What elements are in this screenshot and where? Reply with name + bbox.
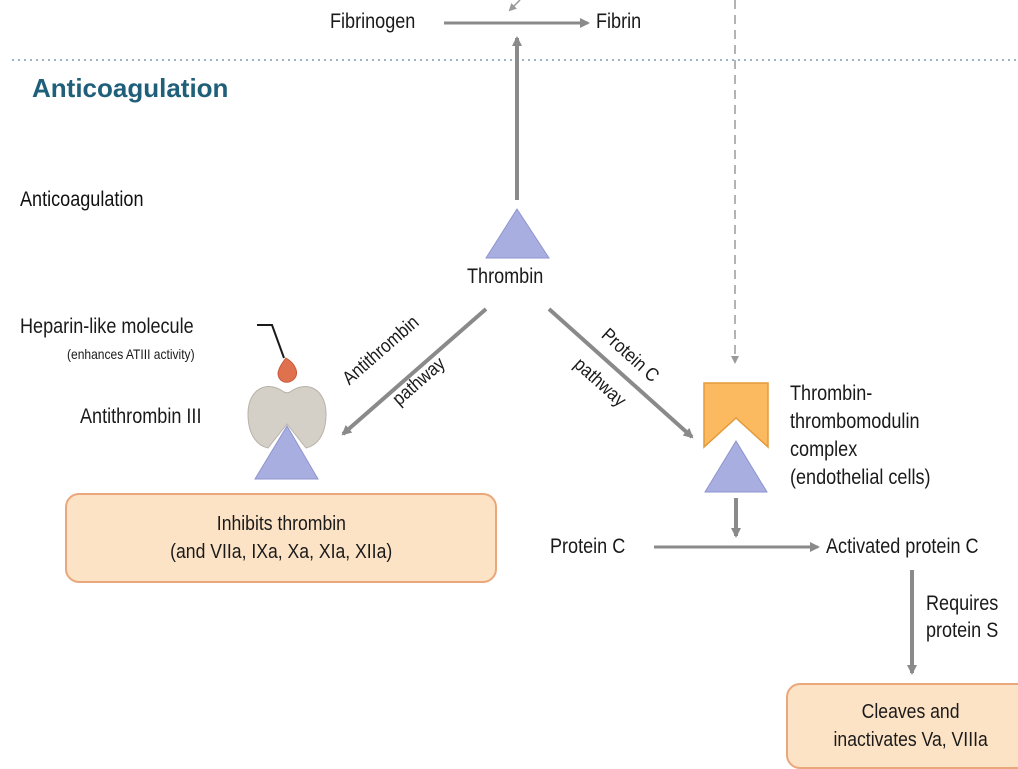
protein-c-label: Protein C bbox=[550, 535, 626, 558]
antithrombin-bound-thrombin-triangle bbox=[254, 425, 319, 480]
thrombomodulin-shape bbox=[703, 382, 769, 449]
antithrombin-iii-shape bbox=[247, 386, 327, 449]
thrombin-triangle bbox=[485, 208, 550, 259]
small-incoming-arrow bbox=[508, 0, 521, 12]
section-heading: Anticoagulation bbox=[32, 73, 229, 103]
cleaves-box-line1: Cleaves and bbox=[862, 701, 960, 723]
heparin-note: (enhances ATIII activity) bbox=[67, 346, 195, 362]
activated-protein-c-label: Activated protein C bbox=[826, 535, 979, 558]
cleaves-box-line2: inactivates Va, VIIIa bbox=[833, 729, 989, 751]
thrombin-label: Thrombin bbox=[467, 265, 544, 288]
heparin-label: Heparin-like molecule bbox=[20, 315, 194, 338]
heparin-leader-line bbox=[257, 324, 285, 359]
complex-label-line3: complex bbox=[790, 438, 858, 461]
subheading: Anticoagulation bbox=[20, 188, 144, 211]
requires-label-line2: protein S bbox=[926, 619, 999, 642]
cleaves-box: Cleaves and inactivates Va, VIIIa bbox=[786, 683, 1018, 769]
complex-bound-thrombin-triangle bbox=[704, 440, 768, 493]
fibrin-label: Fibrin bbox=[596, 10, 642, 33]
inhibits-box-line1: Inhibits thrombin bbox=[216, 513, 346, 535]
complex-label-line4: (endothelial cells) bbox=[790, 466, 931, 489]
antithrombin-pathway-arrow bbox=[341, 307, 488, 436]
fibrinogen-label: Fibrinogen bbox=[330, 10, 416, 33]
inhibits-box-line2: (and VIIa, IXa, Xa, XIa, XIIa) bbox=[169, 541, 393, 563]
inhibits-thrombin-box: Inhibits thrombin (and VIIa, IXa, Xa, XI… bbox=[65, 493, 497, 583]
protein-c-pathway-arrow bbox=[547, 307, 694, 439]
requires-label-line1: Requires bbox=[926, 592, 999, 615]
antithrombin-iii-label: Antithrombin III bbox=[80, 405, 202, 428]
complex-label-line1: Thrombin- bbox=[790, 382, 873, 405]
complex-label-line2: thrombomodulin bbox=[790, 410, 920, 433]
heparin-molecule-shape bbox=[277, 357, 297, 383]
